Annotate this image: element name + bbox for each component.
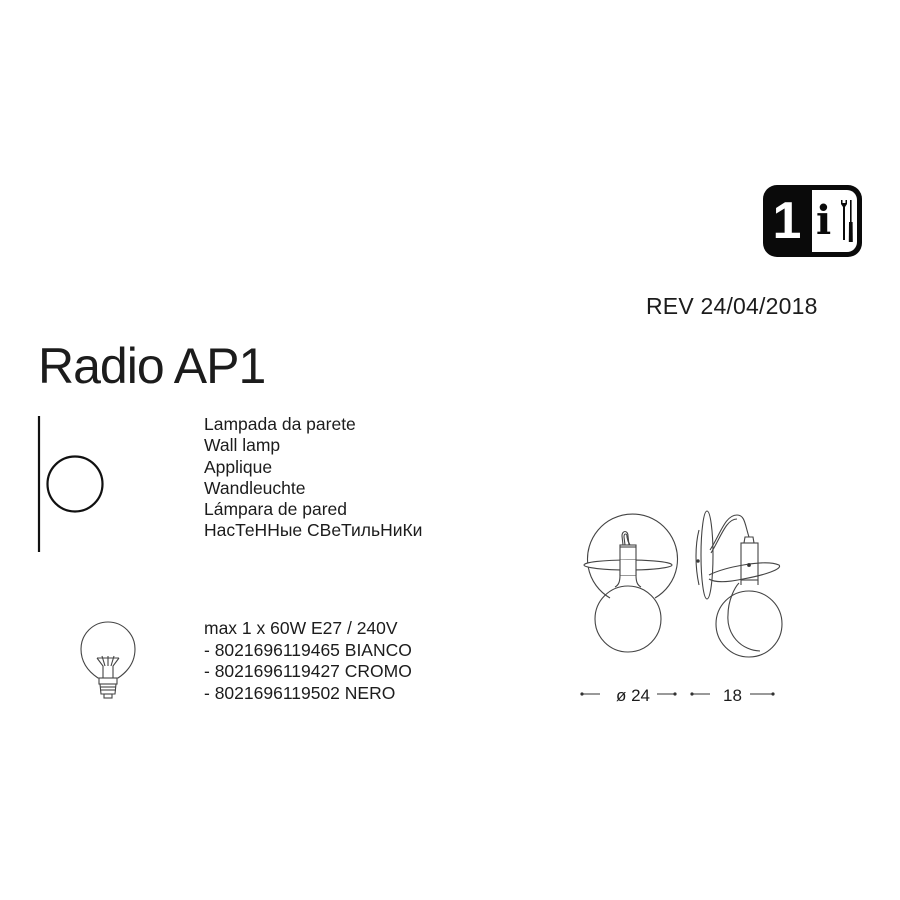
specifications: max 1 x 60W E27 / 240V - 8021696119465 B… — [204, 618, 412, 704]
installer-count-badge: 1 i — [763, 185, 862, 257]
installer-count: 1 — [772, 192, 802, 250]
revision-date: REV 24/04/2018 — [646, 293, 818, 319]
name-en: Wall lamp — [204, 435, 281, 456]
info-tools-panel: i — [812, 190, 857, 252]
name-de: Wandleuchte — [204, 477, 306, 498]
name-es: Lámpara de pared — [204, 499, 348, 520]
dimension-lines — [580, 692, 775, 696]
lamp-front-view-drawing — [583, 513, 678, 653]
globe-bulb-icon — [80, 621, 136, 699]
info-icon: i — [816, 197, 832, 244]
name-it: Lampada da parete — [204, 414, 356, 434]
product-names: Lampada da parete Wall lamp Applique Wan… — [204, 414, 422, 542]
variant-bianco: - 8021696119465 BIANCO — [204, 639, 412, 660]
diameter-dimension: ø 24 — [616, 686, 651, 705]
name-ru: НасТеННые СВеТильНиКи — [204, 520, 423, 541]
screwdriver-wrench-icon — [841, 200, 853, 242]
wall-mount-round-icon — [37, 416, 104, 552]
name-fr: Applique — [204, 456, 273, 477]
variant-nero: - 8021696119502 NERO — [204, 682, 396, 703]
product-title: Radio AP1 — [38, 338, 266, 394]
variant-cromo: - 8021696119427 CROMO — [204, 661, 412, 681]
depth-dimension: 18 — [723, 686, 742, 705]
power-spec: max 1 x 60W E27 / 240V — [204, 618, 398, 638]
lamp-side-view-drawing — [695, 510, 783, 658]
